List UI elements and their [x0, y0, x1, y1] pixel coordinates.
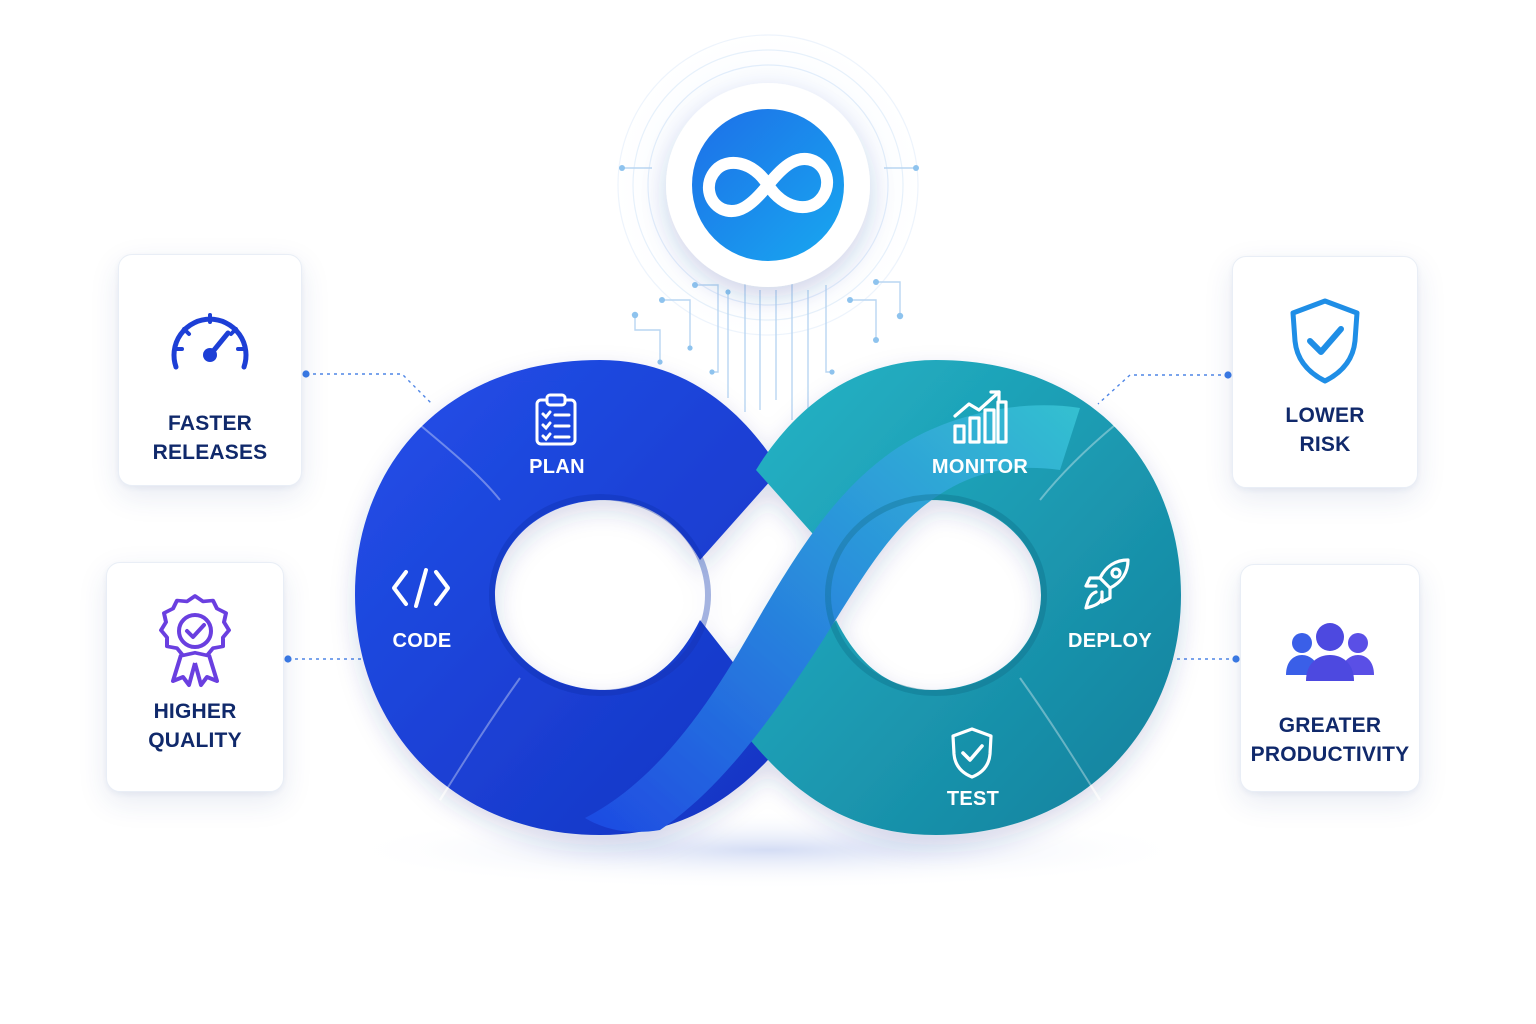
circuit-lines	[622, 167, 916, 420]
rocket-icon	[1084, 558, 1130, 610]
team-people-icon	[1286, 623, 1374, 681]
stage-label-monitor: MONITOR	[931, 456, 1029, 478]
stage-label-deploy: DEPLOY	[1067, 630, 1153, 652]
connector-dots	[284, 370, 1240, 663]
infinity-icon	[702, 152, 834, 218]
bar-chart-trend-icon	[953, 390, 1008, 444]
hub	[666, 83, 870, 287]
card-connectors	[288, 373, 1236, 660]
loop-left-ring	[355, 360, 790, 835]
stage-label-plan: PLAN	[529, 456, 585, 478]
code-brackets-icon	[392, 568, 450, 608]
infinity-loop	[355, 360, 1181, 835]
floor-shadow	[338, 810, 1198, 890]
clipboard-checklist-icon	[535, 393, 577, 446]
speedometer-icon	[171, 313, 249, 370]
loop-right-ring	[746, 360, 1181, 835]
stage-label-test: TEST	[946, 788, 1000, 810]
stage-label-code: CODE	[392, 630, 452, 652]
shield-check-icon	[1290, 298, 1360, 384]
award-ribbon-icon	[159, 594, 231, 687]
shield-check-icon	[951, 727, 993, 779]
